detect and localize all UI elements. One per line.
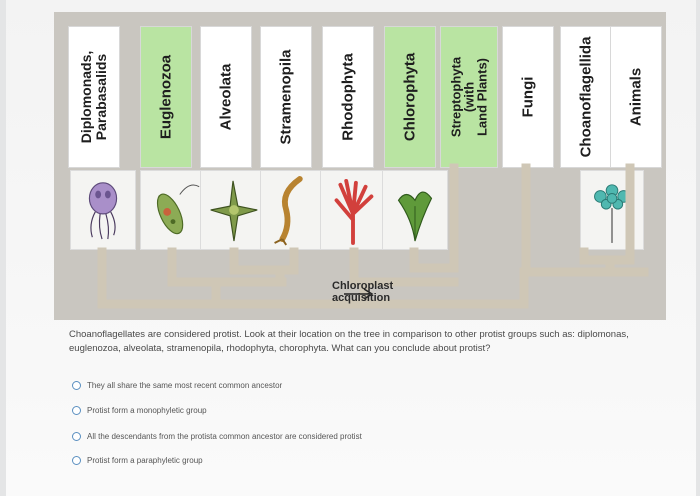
group-label: Chlorophyta [401, 52, 419, 142]
group-label: Diplomonads, Parabasalids [78, 50, 109, 144]
euglenozoa-illustration [140, 170, 206, 250]
diplomonad-illustration [70, 170, 136, 250]
alveolata-illustration [200, 170, 266, 250]
choanoflagellida-illustration [580, 170, 644, 250]
group-header-streptophyta: Streptophyta (with Land Plants) [440, 26, 498, 168]
option-1[interactable]: They all share the same most recent comm… [72, 381, 282, 390]
option-3[interactable]: All the descendants from the protista co… [72, 432, 362, 441]
group-header-choanoflagellida: Choanoflagellida [560, 26, 612, 168]
phylogenetic-tree-figure: Diplomonads, Parabasalids Euglenozoa Alv… [54, 12, 666, 320]
radio-button[interactable] [72, 432, 81, 441]
group-label: Alveolata [217, 63, 235, 131]
group-header-alveolata: Alveolata [200, 26, 252, 168]
group-header-diplomonads: Diplomonads, Parabasalids [68, 26, 120, 168]
option-label: Protist form a paraphyletic group [87, 456, 203, 465]
group-label: Animals [627, 67, 645, 127]
radio-button[interactable] [72, 456, 81, 465]
group-label: Streptophyta (with Land Plants) [448, 56, 490, 138]
group-label: Euglenozoa [157, 54, 175, 140]
group-header-euglenozoa: Euglenozoa [140, 26, 192, 168]
annotation-line-2: acquisition [332, 292, 391, 304]
group-label: Fungi [519, 76, 537, 118]
group-label: Rhodophyta [339, 53, 357, 141]
group-header-fungi: Fungi [502, 26, 554, 168]
group-header-chlorophyta: Chlorophyta [384, 26, 436, 168]
chlorophyta-illustration [382, 170, 448, 250]
annotation-line-1: Chloroplast [332, 280, 394, 292]
stramenopila-illustration [260, 170, 326, 250]
rhodophyta-illustration [320, 170, 386, 250]
radio-button[interactable] [72, 381, 81, 390]
option-4[interactable]: Protist form a paraphyletic group [72, 456, 203, 465]
option-label: All the descendants from the protista co… [87, 432, 362, 441]
page: Diplomonads, Parabasalids Euglenozoa Alv… [6, 0, 696, 496]
group-header-stramenopila: Stramenopila [260, 26, 312, 168]
chloroplast-acquisition-annotation: Chloroplast acquisition [332, 280, 393, 304]
option-label: They all share the same most recent comm… [87, 381, 283, 390]
group-header-rhodophyta: Rhodophyta [322, 26, 374, 168]
group-header-animals: Animals [610, 26, 662, 168]
radio-button[interactable] [72, 406, 81, 415]
option-2[interactable]: Protist form a monophyletic group [72, 406, 207, 415]
group-label: Choanoflagellida [577, 36, 595, 158]
option-label: Protist form a monophyletic group [87, 406, 207, 415]
group-label: Stramenopila [277, 49, 295, 145]
question-text: Choanoflagellates are considered protist… [69, 329, 629, 354]
